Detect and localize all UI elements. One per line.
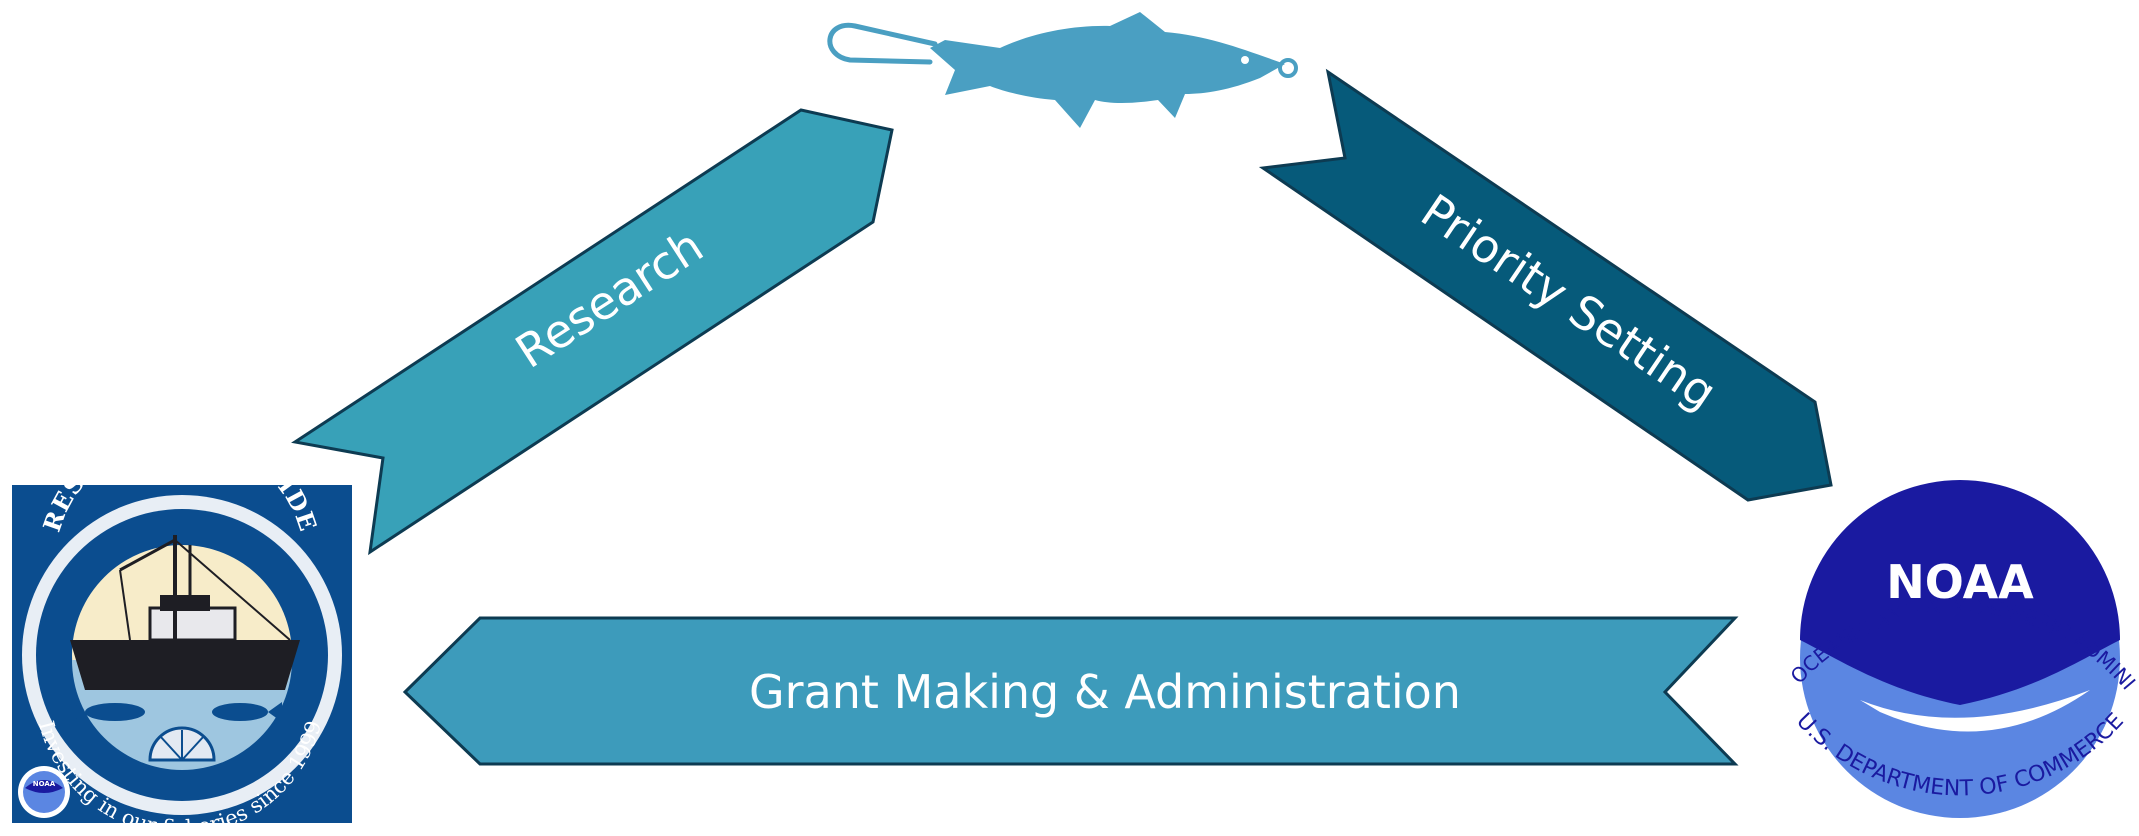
grant-making-arrow: Grant Making & Administration <box>402 616 1739 766</box>
noaa-badge-icon: NOAA <box>18 766 70 818</box>
research-arrow: Research <box>291 108 894 556</box>
scallop-shell-icon <box>148 726 216 762</box>
noaa-center-text: NOAA <box>1886 555 2034 609</box>
noaa-badge-text: NOAA <box>33 780 56 788</box>
fishing-boat-icon <box>70 535 300 690</box>
grant-making-label: Grant Making & Administration <box>749 665 1461 719</box>
research-set-aside-logo: RESEARCH SET ASIDE Investing in our fish… <box>12 417 352 836</box>
fish-on-hook-icon <box>827 12 1298 128</box>
priority-setting-arrow: Priority Setting <box>1258 68 1833 502</box>
